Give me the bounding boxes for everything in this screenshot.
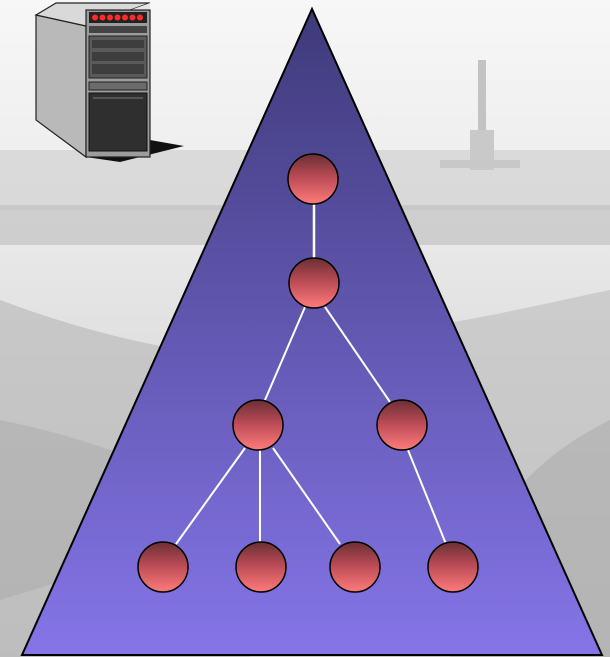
tree-node-leaf-2 bbox=[235, 541, 287, 593]
tree-node-right bbox=[376, 399, 428, 451]
edge-child-right bbox=[324, 306, 391, 403]
tree-node-leaf-1 bbox=[137, 541, 189, 593]
server-led-icon bbox=[114, 14, 121, 21]
server-led-icon bbox=[107, 14, 113, 21]
edge-child-left bbox=[264, 306, 306, 401]
server-led-icon bbox=[99, 14, 106, 21]
tree-node-leaf-4 bbox=[427, 541, 479, 593]
server-led-icon bbox=[92, 14, 98, 21]
tree-nodes bbox=[137, 153, 479, 593]
server-led-icon bbox=[129, 14, 136, 21]
edge-left-leaf-3 bbox=[272, 447, 341, 545]
tree-node-leaf-3 bbox=[329, 541, 381, 593]
server-tower-icon bbox=[34, 2, 184, 162]
edge-left-leaf-1 bbox=[175, 447, 246, 545]
server-led-icon bbox=[122, 14, 128, 21]
tree-node-left bbox=[232, 399, 284, 451]
edge-right-leaf-4 bbox=[407, 449, 447, 545]
hierarchy-triangle bbox=[20, 6, 604, 656]
tree-node-root bbox=[287, 153, 339, 205]
server-led-icon bbox=[137, 14, 143, 21]
tree-node-child bbox=[288, 257, 340, 309]
tree-edges bbox=[175, 204, 447, 545]
